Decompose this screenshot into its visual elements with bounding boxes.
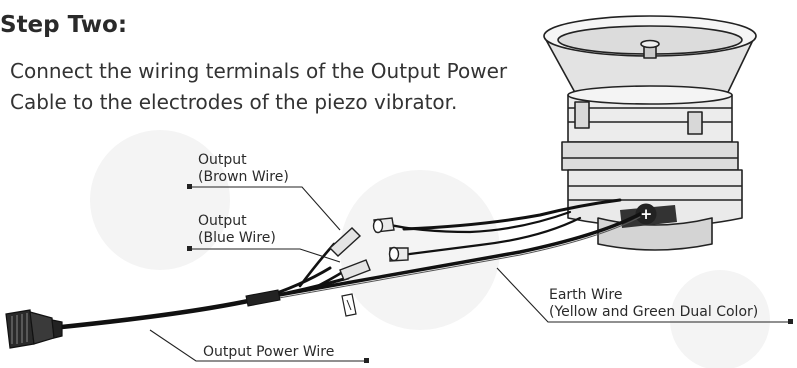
label-brown-wire-line-1: Output [198, 152, 247, 168]
ring-terminals [372, 217, 409, 262]
leader-lines [149, 184, 793, 363]
instruction-line-1: Connect the wiring terminals of the Outp… [10, 59, 508, 83]
instruction-text: Connect the wiring terminals of the Outp… [10, 56, 550, 118]
piezo-vibrator [543, 15, 757, 251]
instruction-line-2: Cable to the electrodes of the piezo vib… [10, 90, 458, 114]
positive-terminal: + [620, 203, 677, 228]
output-sleeves [328, 227, 371, 281]
label-blue-wire: Output (Blue Wire) [198, 213, 276, 247]
label-brown-wire-line-2: (Brown Wire) [198, 169, 289, 185]
aviation-connector [5, 309, 63, 349]
label-earth-wire-line-2: (Yellow and Green Dual Color) [549, 304, 759, 320]
label-blue-wire-line-1: Output [198, 213, 247, 229]
cable-tag [341, 293, 357, 317]
label-output-power-wire: Output Power Wire [203, 344, 335, 360]
label-blue-wire-line-2: (Blue Wire) [198, 230, 276, 246]
label-earth-wire: Earth Wire (Yellow and Green Dual Color) [549, 287, 758, 321]
step-title: Step Two: [0, 12, 128, 38]
cable-join-sleeve [245, 289, 281, 307]
terminal-plus-sign: + [640, 205, 653, 223]
label-earth-wire-line-1: Earth Wire [549, 287, 623, 303]
label-brown-wire: Output (Brown Wire) [198, 152, 289, 186]
